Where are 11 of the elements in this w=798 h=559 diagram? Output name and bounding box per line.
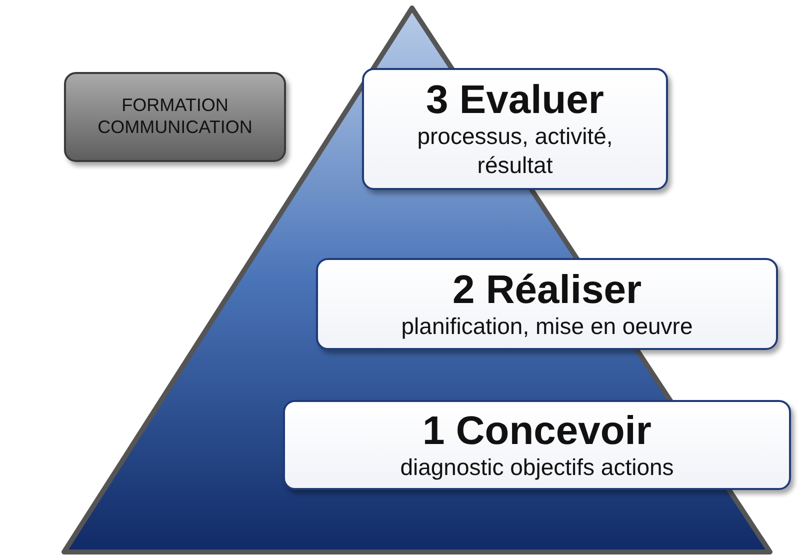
category-label: FORMATION COMMUNICATION xyxy=(96,95,254,139)
step-description: diagnostic objectifs actions xyxy=(400,452,674,482)
step-description: planification, mise en oeuvre xyxy=(401,312,693,340)
step-box xyxy=(362,68,668,190)
step-box xyxy=(283,400,791,490)
category-box xyxy=(64,72,286,162)
step-title: 2 Réaliser xyxy=(452,268,642,312)
step-title: 1 Concevoir xyxy=(422,408,652,453)
step-description: processus, activité, résultat xyxy=(416,122,614,180)
step-box xyxy=(316,258,778,350)
step-title: 3 Evaluer xyxy=(426,78,604,122)
